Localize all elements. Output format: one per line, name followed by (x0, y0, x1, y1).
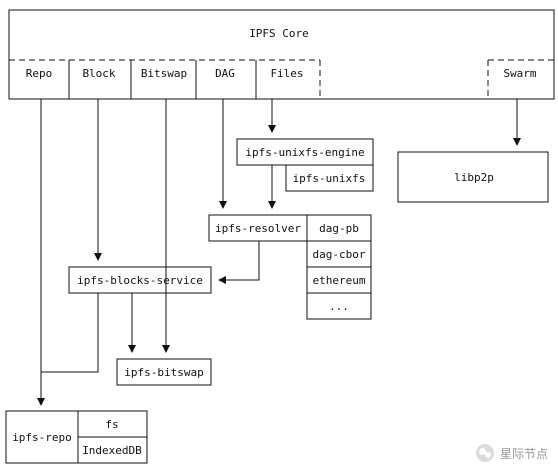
repo-backend-box (77, 436, 148, 464)
ipfs-core-box (8, 9, 555, 100)
blocks-service-box (68, 266, 212, 294)
resolver-format-ethereum: ethereum (313, 274, 366, 287)
unixfs-engine-label: ipfs-unixfs-engine (245, 146, 364, 159)
resolver-format-box (306, 292, 372, 320)
unixfs-engine-box (236, 138, 374, 166)
resolver-format-box (306, 240, 372, 268)
module-repo-label: Repo (26, 67, 53, 80)
module-dag-label: DAG (215, 67, 235, 80)
resolver-format-more: ... (329, 300, 349, 313)
ipfs-core-title: IPFS Core (249, 27, 309, 40)
watermark-text: 星际节点 (499, 446, 548, 461)
wechat-logo-icon (475, 444, 494, 462)
resolver-format-dag-cbor: dag-cbor (313, 248, 366, 261)
bitswap-label: ipfs-bitswap (124, 366, 203, 379)
resolver-format-box (306, 214, 372, 242)
bitswap-box (116, 358, 212, 386)
module-block-label: Block (82, 67, 115, 80)
module-swarm-label: Swarm (503, 67, 536, 80)
blocks-service-label: ipfs-blocks-service (77, 274, 203, 287)
resolver-format-dag-pb: dag-pb (319, 222, 359, 235)
blocks-service-to-repo-connector (41, 293, 99, 373)
repo-label: ipfs-repo (12, 431, 72, 444)
module-files-label: Files (270, 67, 303, 80)
libp2p-label: libp2p (454, 171, 494, 184)
unixfs-label: ipfs-unixfs (293, 172, 366, 185)
libp2p-box (397, 151, 549, 203)
repo-backend-fs: fs (105, 418, 118, 431)
module-bitswap-label: Bitswap (141, 67, 187, 80)
resolver-label: ipfs-resolver (215, 222, 301, 235)
repo-box (5, 410, 79, 464)
repo-backend-indexeddb: IndexedDB (82, 444, 142, 457)
resolver-to-blocks-service-arrow (218, 241, 260, 284)
unixfs-box (285, 164, 374, 192)
repo-backend-box (77, 410, 148, 438)
watermark: 星际节点 (475, 444, 548, 462)
